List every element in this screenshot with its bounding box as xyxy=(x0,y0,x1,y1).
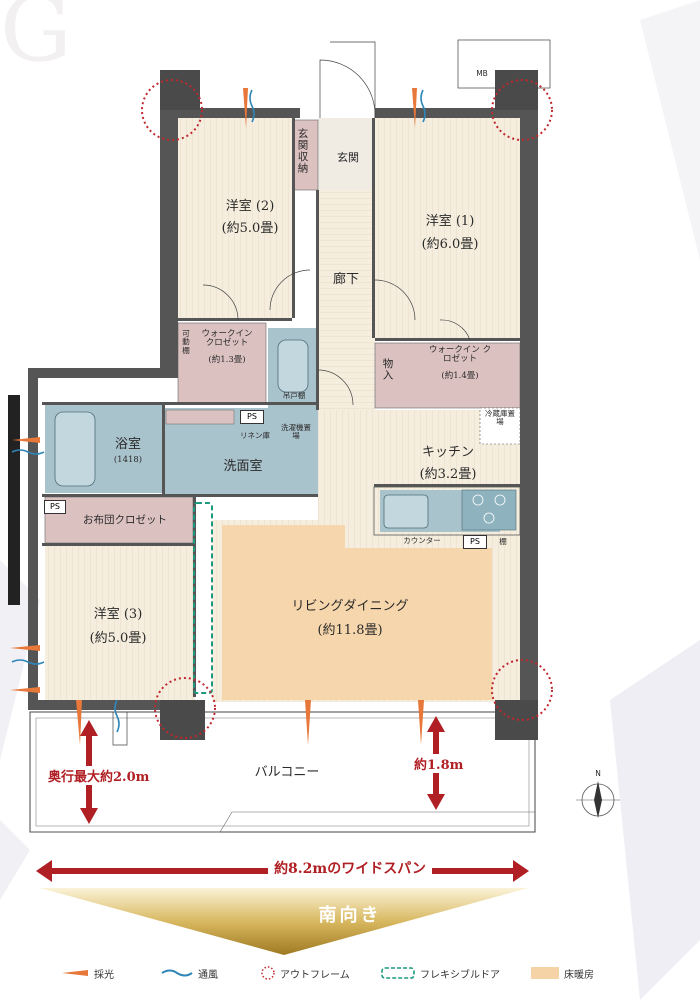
living-name: リビングダイニング xyxy=(291,599,409,614)
wic-left-size: (約1.3畳) xyxy=(208,355,246,365)
hallway-label: 廊下 xyxy=(332,272,359,287)
legend: 採光 通風 アウトフレーム フレキシブルドア 床暖房 xyxy=(60,961,680,985)
wic-right-name: ウォークイン クロゼット xyxy=(428,345,492,365)
walls xyxy=(8,88,538,710)
wide-span-text: 約8.2mのワイドスパン xyxy=(268,861,432,877)
floor-heating-zone xyxy=(222,525,492,700)
wic-left-name: ウォークイン クロゼット xyxy=(201,329,253,349)
shelf-label: 棚 xyxy=(499,537,507,546)
wind-arrows xyxy=(11,89,426,733)
hanging-shelf-label: 吊戸棚 xyxy=(282,391,306,400)
svg-text:G: G xyxy=(0,0,72,82)
legend-item-floor-heating: 床暖房 xyxy=(530,961,594,985)
ps-badge-washroom: PS xyxy=(240,410,264,424)
western3-size: (約5.0畳) xyxy=(89,631,147,646)
washroom-label: 洗面室 xyxy=(223,459,263,474)
wind-icon xyxy=(161,969,193,977)
legend-label: 通風 xyxy=(198,969,218,981)
south-banner xyxy=(40,888,528,955)
legend-item-outframe: アウトフレーム xyxy=(260,961,350,985)
wic-right-size: (約1.4畳) xyxy=(441,371,479,381)
storage-label: 物入 xyxy=(381,358,394,381)
door-swings xyxy=(112,41,471,746)
legend-item-flex-door: フレキシブルドア xyxy=(380,961,500,985)
legend-label: フレキシブルドア xyxy=(420,969,500,981)
legend-label: アウトフレーム xyxy=(280,969,350,981)
depth-max-label: 奥行最大約2.0m xyxy=(46,766,152,785)
legend-label: 採光 xyxy=(94,969,114,981)
counter-label: カウンター xyxy=(403,536,441,545)
pillars xyxy=(160,70,538,740)
storage-areas xyxy=(44,119,521,544)
kitchen-size: (約3.2畳) xyxy=(419,467,477,482)
ps-badge-futon: PS xyxy=(44,500,66,514)
bath-size: (1418) xyxy=(113,455,143,465)
living-size: (約11.8畳) xyxy=(317,623,383,638)
mb-label: MB xyxy=(476,69,488,78)
legend-item-wind: 通風 xyxy=(160,961,218,985)
western2-name: 洋室 (2) xyxy=(225,199,275,214)
flexible-door-icon xyxy=(381,967,415,979)
compass-icon xyxy=(576,781,620,818)
linen-label: リネン庫 xyxy=(240,431,270,440)
legend-item-light: 採光 xyxy=(60,961,114,985)
fridge-label: 冷蔵庫置場 xyxy=(485,409,515,427)
light-icon xyxy=(62,970,88,976)
western2-size: (約5.0畳) xyxy=(221,221,279,236)
western1-name: 洋室 (1) xyxy=(425,214,475,229)
ps-badge-kitchen: PS xyxy=(463,535,487,549)
compass-north-label: N xyxy=(595,769,601,778)
movable-shelf-label: 可動棚 xyxy=(182,329,190,355)
outframe-markers xyxy=(141,79,553,739)
outframe-icon xyxy=(261,966,275,980)
depth-right-label: 約1.8m xyxy=(412,754,466,773)
kitchen-name: キッチン xyxy=(421,445,474,460)
south-facing-label: 南向き xyxy=(318,905,382,926)
washer-label: 洗濯機置場 xyxy=(281,423,311,441)
balcony-label: バルコニー xyxy=(254,765,320,780)
flexible-door xyxy=(193,502,213,694)
entrance-label: 玄関 xyxy=(337,151,359,164)
bath-name: 浴室 xyxy=(114,437,141,452)
western1-size: (約6.0畳) xyxy=(421,237,479,252)
legend-label: 床暖房 xyxy=(564,969,594,981)
wide-span-label: 約8.2mのワイドスパン xyxy=(0,858,700,878)
floor-heating-icon xyxy=(531,967,559,979)
entrance-storage-label: 玄関収納 xyxy=(296,128,309,174)
light-arrows xyxy=(10,88,424,745)
futon-label: お布団クロゼット xyxy=(83,514,167,526)
kitchen-counter xyxy=(373,486,521,536)
western3-name: 洋室 (3) xyxy=(93,607,143,622)
